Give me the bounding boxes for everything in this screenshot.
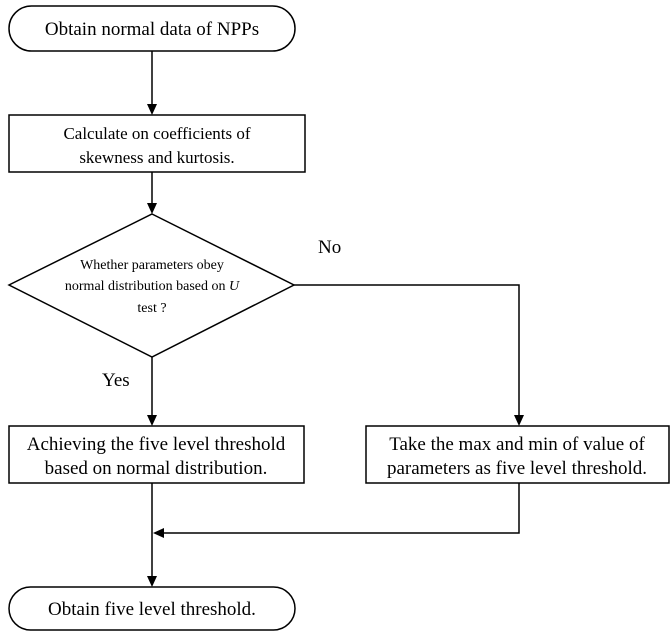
calc-node-label-line1: Calculate on coefficients of [63, 124, 250, 143]
decision-label-variable: U [229, 279, 240, 294]
arrowhead-icon [514, 415, 524, 426]
yes-process-shape [8, 425, 305, 484]
no-node-label-line2: parameters as five level threshold. [387, 458, 647, 479]
end-node-label: Obtain five level threshold. [48, 599, 256, 620]
edge-calc-to-decision [147, 172, 157, 214]
edge-yes-box-to-end [147, 483, 157, 587]
decision-label-line3: test ? [137, 301, 166, 316]
start-node-label: Obtain normal data of NPPs [45, 19, 259, 40]
arrowhead-icon [147, 415, 157, 426]
no-node-label-line1: Take the max and min of value of [389, 434, 645, 455]
calc-node: Calculate on coefficients of skewness an… [8, 114, 306, 173]
decision-label-line2: normal distribution based on U [65, 279, 240, 294]
yes-node-label-line1: Achieving the five level threshold [27, 434, 286, 455]
calc-node-label-line2: skewness and kurtosis. [79, 148, 234, 167]
yes-branch-node: Achieving the five level threshold based… [8, 425, 305, 484]
no-branch-node: Take the max and min of value of paramet… [365, 425, 670, 484]
calc-process-shape [8, 114, 306, 173]
edge-decision-to-yes-box [147, 357, 157, 426]
edge-no-box-to-merge [153, 483, 520, 538]
arrowhead-icon [147, 576, 157, 587]
arrowhead-icon [153, 528, 164, 538]
decision-label-line1: Whether parameters obey [80, 258, 224, 273]
end-node: Obtain five level threshold. [8, 586, 296, 631]
arrowhead-icon [147, 104, 157, 115]
decision-label-line2-text: normal distribution based on [65, 279, 229, 294]
edge-decision-to-no-box [294, 284, 524, 426]
edge-start-to-calc [147, 51, 157, 115]
arrowhead-icon [147, 203, 157, 214]
no-process-shape [365, 425, 670, 484]
end-terminator-shape [8, 586, 296, 631]
edge-label-no: No [318, 237, 341, 258]
decision-node: Whether parameters obey normal distribut… [7, 213, 296, 358]
edge-label-yes: Yes [102, 370, 130, 391]
start-node: Obtain normal data of NPPs [8, 5, 296, 52]
yes-node-label-line2: based on normal distribution. [45, 458, 268, 479]
